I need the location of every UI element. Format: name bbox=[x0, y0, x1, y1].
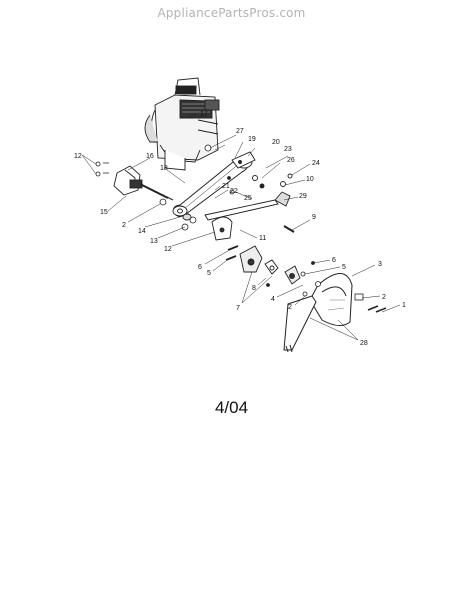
revision-date: 4/04 bbox=[214, 398, 249, 417]
callout-2a: 2 bbox=[122, 222, 126, 229]
callout-21: 21 bbox=[222, 183, 230, 190]
site-watermark: AppliancePartsPros.com bbox=[157, 6, 306, 20]
callout-6a: 6 bbox=[198, 264, 202, 271]
callout-25: 25 bbox=[244, 195, 252, 202]
callout-16: 16 bbox=[146, 153, 154, 160]
blade-guard bbox=[309, 273, 353, 326]
callout-1: 1 bbox=[402, 302, 406, 309]
bracket-assembly bbox=[231, 151, 265, 189]
callout-14: 14 bbox=[138, 228, 146, 235]
callout-18: 18 bbox=[160, 165, 168, 172]
hardware-parts bbox=[95, 144, 387, 313]
callout-5b: 5 bbox=[342, 264, 346, 271]
callout-26: 26 bbox=[287, 157, 295, 164]
callout-15: 15 bbox=[100, 209, 108, 216]
callout-10: 10 bbox=[306, 176, 314, 183]
callout-2b: 2 bbox=[288, 304, 292, 311]
callout-6b: 6 bbox=[332, 257, 336, 264]
callout-5a: 5 bbox=[207, 270, 211, 277]
callout-7: 7 bbox=[236, 305, 240, 312]
callout-4: 4 bbox=[271, 296, 275, 303]
callout-17: 17 bbox=[200, 111, 208, 118]
callout-19: 19 bbox=[248, 136, 256, 143]
callout-12b: 12 bbox=[164, 246, 172, 253]
edger-blade bbox=[283, 295, 317, 353]
callout-24: 24 bbox=[312, 160, 320, 167]
callout-8: 8 bbox=[252, 285, 256, 292]
callout-11: 11 bbox=[259, 235, 266, 242]
leader-lines bbox=[81, 113, 401, 341]
callout-29: 29 bbox=[299, 193, 307, 200]
callout-22: 22 bbox=[230, 188, 238, 195]
shaft-assembly bbox=[113, 165, 174, 201]
guide-bar bbox=[204, 199, 279, 241]
callout-20: 20 bbox=[272, 139, 280, 146]
callout-28: 28 bbox=[360, 340, 368, 347]
callout-2c: 2 bbox=[382, 294, 386, 301]
bearing-housing bbox=[239, 245, 301, 285]
callout-13: 13 bbox=[150, 238, 158, 245]
callout-12a: 12 bbox=[74, 153, 82, 160]
callout-23: 23 bbox=[284, 146, 292, 153]
tension-arm bbox=[274, 173, 295, 233]
engine-illustration bbox=[144, 77, 220, 171]
callout-27: 27 bbox=[236, 128, 244, 135]
callout-labels: 12 16 15 17 18 27 19 20 23 26 24 10 21 2… bbox=[74, 111, 406, 347]
callout-3: 3 bbox=[378, 261, 382, 268]
callout-9: 9 bbox=[312, 214, 316, 221]
